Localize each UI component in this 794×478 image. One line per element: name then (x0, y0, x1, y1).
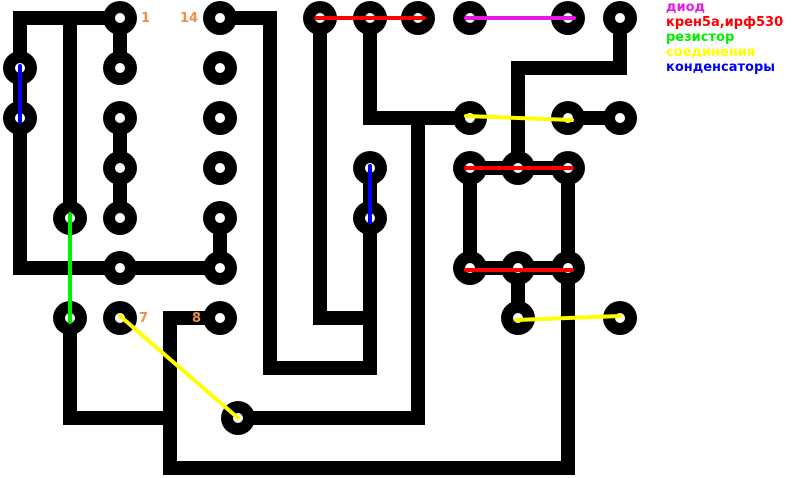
pad-hole (115, 213, 125, 223)
jumper-bottom-right (514, 314, 622, 322)
pad (103, 251, 137, 285)
pad-hole (215, 13, 225, 23)
trace-diode-right (511, 11, 627, 175)
pad (103, 51, 137, 85)
pad (203, 301, 237, 335)
pad-hole (215, 113, 225, 123)
legend-diode: диод (666, 0, 706, 15)
trace-pin14 (213, 11, 377, 375)
pad (103, 151, 137, 185)
legend-regulator: крен5а,ирф530 (666, 15, 784, 30)
pad-hole (115, 63, 125, 73)
trace-layer (13, 11, 627, 475)
pad (603, 1, 637, 35)
pad-hole (115, 113, 125, 123)
pin-label-8: 8 (192, 311, 202, 326)
trace-bottom-loop (163, 161, 575, 475)
pad (103, 201, 137, 235)
pad (203, 151, 237, 185)
pad-hole (215, 313, 225, 323)
legend-jumper: соединения (666, 45, 756, 60)
pad-hole (615, 113, 625, 123)
pad-hole (115, 263, 125, 273)
pad (203, 251, 237, 285)
pad (203, 101, 237, 135)
pad-hole (115, 163, 125, 173)
jumper-top (464, 114, 574, 122)
pad-hole (215, 163, 225, 173)
component-layer (18, 16, 622, 420)
pad (103, 101, 137, 135)
pad-hole (215, 63, 225, 73)
pin-label-14: 14 (180, 11, 199, 26)
jumper-diagonal (118, 314, 240, 420)
pad (203, 51, 237, 85)
pad (203, 1, 237, 35)
trace-top-row (313, 11, 377, 325)
pad-hole (115, 13, 125, 23)
pin-label-1: 1 (141, 11, 151, 26)
trace-mid-route (231, 111, 425, 425)
legend-capacitor: конденсаторы (666, 60, 776, 75)
legend-resistor: резистор (666, 30, 735, 45)
pin-label-7: 7 (139, 311, 149, 326)
pad (203, 201, 237, 235)
pad-hole (215, 213, 225, 223)
pad-hole (215, 263, 225, 273)
pad (603, 101, 637, 135)
pad (103, 1, 137, 35)
trace-bottom-left (63, 311, 177, 425)
trace-top-mid (363, 11, 477, 125)
pad-hole (615, 13, 625, 23)
legend: диод крен5а,ирф530 резистор соединения к… (666, 0, 783, 75)
